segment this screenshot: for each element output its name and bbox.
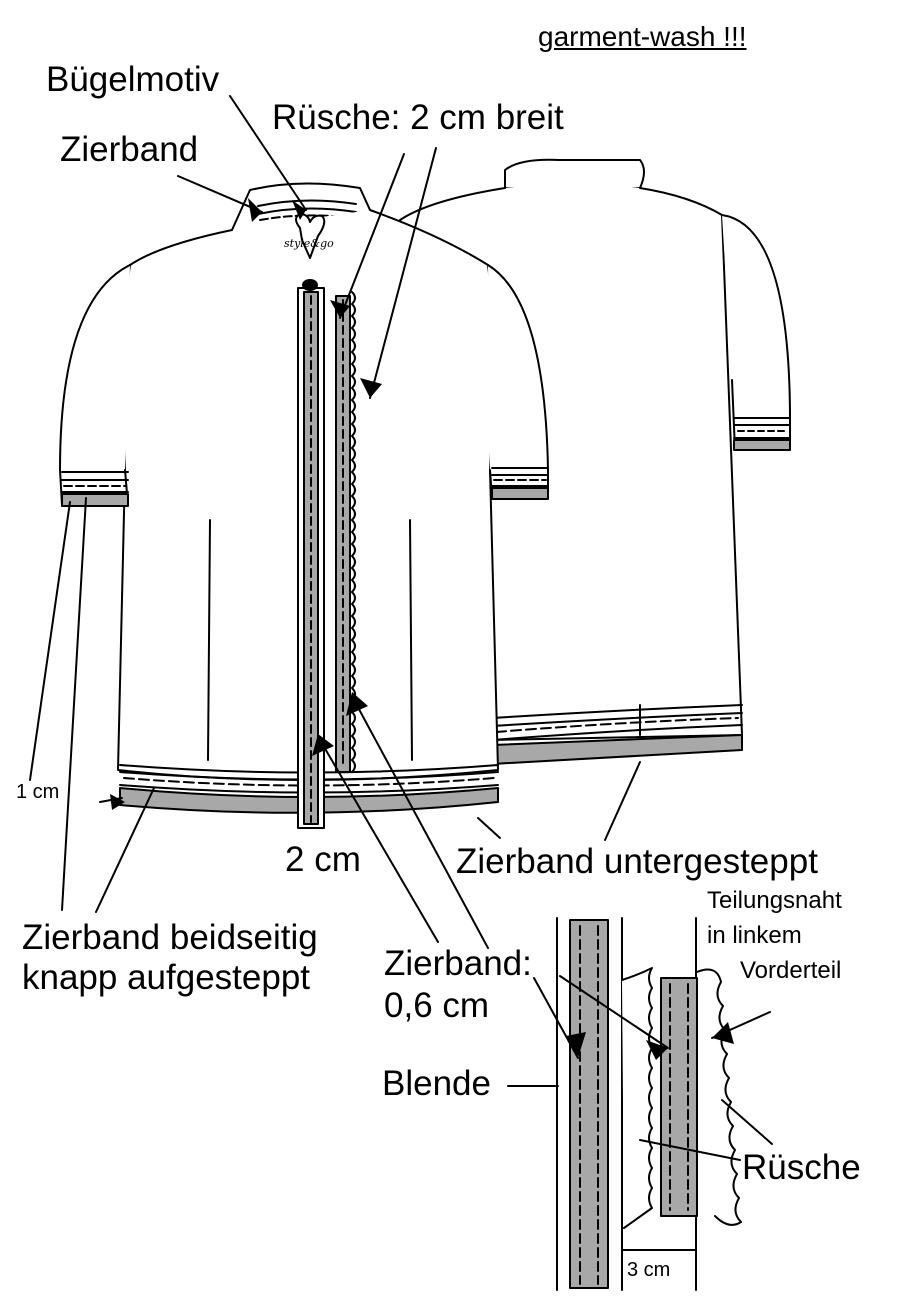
arrowheads [110, 198, 734, 1060]
front-ruffle [351, 291, 356, 773]
detail-ruffle [696, 968, 742, 1226]
logo-text: style&go [284, 237, 334, 250]
back-collar [504, 158, 645, 193]
label-2cm: 2 cm [285, 840, 361, 879]
iron-on-motif-heart-icon [295, 213, 326, 259]
label-3cm: 3 cm [627, 1259, 671, 1281]
label-buegelmotiv: Bügelmotiv [46, 60, 220, 99]
back-right-cuff [733, 417, 791, 439]
label-zierband-collar: Zierband [60, 130, 199, 169]
back-cuff-band [733, 439, 791, 451]
label-zierband-untergesteppt: Zierband untergesteppt [456, 842, 818, 881]
label-teilungsnaht-line1: Teilungsnaht [707, 887, 842, 914]
label-knapp-aufgesteppt: knapp aufgesteppt [22, 958, 311, 997]
front-right-sleeve [487, 264, 549, 499]
front-right-cuff-band [491, 487, 549, 500]
front-left-sleeve [59, 264, 131, 506]
label-blende: Blende [382, 1064, 491, 1103]
label-zierband-beidseitig: Zierband beidseitig [22, 918, 318, 957]
label-zierband-06-line2: 0,6 cm [384, 986, 490, 1025]
detail-placket-band [569, 919, 609, 1289]
detail-split-band [660, 977, 698, 1217]
detail-fabric-edge [621, 967, 653, 1229]
detail-view [556, 917, 742, 1291]
collar-button [302, 279, 318, 291]
label-ruesche-detail: Rüsche [742, 1148, 861, 1187]
back-right-sleeve [721, 214, 791, 451]
front-view-blouse [59, 182, 549, 829]
back-hem-lines [491, 704, 743, 741]
label-teilungsnaht-line3: Vorderteil [740, 957, 842, 984]
label-1cm: 1 cm [16, 781, 60, 803]
label-zierband-06-line1: Zierband: [384, 944, 532, 983]
label-teilungsnaht-line2: in linkem [707, 922, 802, 949]
leader-lines [29, 95, 773, 1161]
garment-wash-note: garment-wash !!! [538, 21, 747, 52]
front-left-cuff-band [61, 493, 129, 507]
label-ruesche-width: Rüsche: 2 cm breit [272, 98, 564, 137]
